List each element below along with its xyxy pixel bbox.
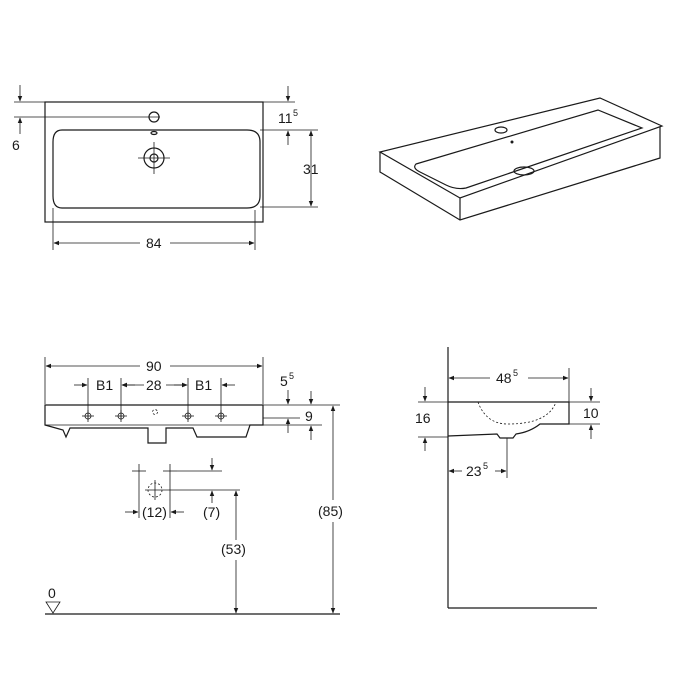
dim-label-5: 5: [280, 373, 288, 389]
lower-hole-markers: [132, 464, 240, 500]
dim-label-12: (12): [142, 504, 167, 520]
dim-label-16: 16: [415, 410, 431, 426]
basin-top-face: [378, 97, 664, 199]
center-hole-marker: [152, 409, 158, 415]
dim-label-6: 6: [12, 137, 20, 153]
dim-label-9: 9: [305, 408, 313, 424]
dim-label-7: (7): [203, 504, 220, 520]
dim-label-23: 23: [466, 463, 482, 479]
top-view: 6 11 5 31 84: [12, 85, 319, 251]
dim-label-31: 31: [303, 161, 319, 177]
dim-label-48-sup: 5: [513, 368, 518, 378]
bowl-section-dashed: [477, 401, 557, 425]
basin-front-body: [44, 404, 264, 444]
bowl-outline-top: [52, 129, 261, 209]
dim-label-84: 84: [146, 235, 162, 251]
dim-label-b1-left: B1: [96, 377, 113, 393]
basin-side-profile: [447, 401, 570, 439]
floor-datum-triangle: [45, 601, 61, 614]
basin-bowl-3d: [414, 109, 644, 190]
dim-label-48: 48: [496, 370, 512, 386]
dim-label-5-sup: 5: [289, 371, 294, 381]
dim-label-11: 11: [278, 110, 293, 126]
dim-label-90: 90: [146, 358, 162, 374]
dim-label-23-sup: 5: [483, 461, 488, 471]
side-view: 48 5 16 10 23 5: [415, 347, 600, 609]
tap-hole-3d: [494, 126, 508, 134]
dim-label-b1-right: B1: [195, 377, 212, 393]
overflow-3d: [510, 140, 514, 144]
dim-label-11-sup: 5: [293, 108, 298, 118]
dim-label-28: 28: [146, 377, 162, 393]
dim-label-53: (53): [221, 541, 246, 557]
isometric-view: [378, 97, 664, 221]
dim-label-10: 10: [583, 405, 599, 421]
overflow-top: [150, 130, 158, 136]
front-view: 90 B1 28 B1: [44, 357, 343, 615]
drain-3d: [513, 166, 535, 176]
basin-outline-top: [44, 101, 264, 223]
hole-markers-front: [82, 409, 227, 422]
dim-label-0: 0: [48, 585, 56, 601]
dim-label-85: (85): [318, 503, 343, 519]
